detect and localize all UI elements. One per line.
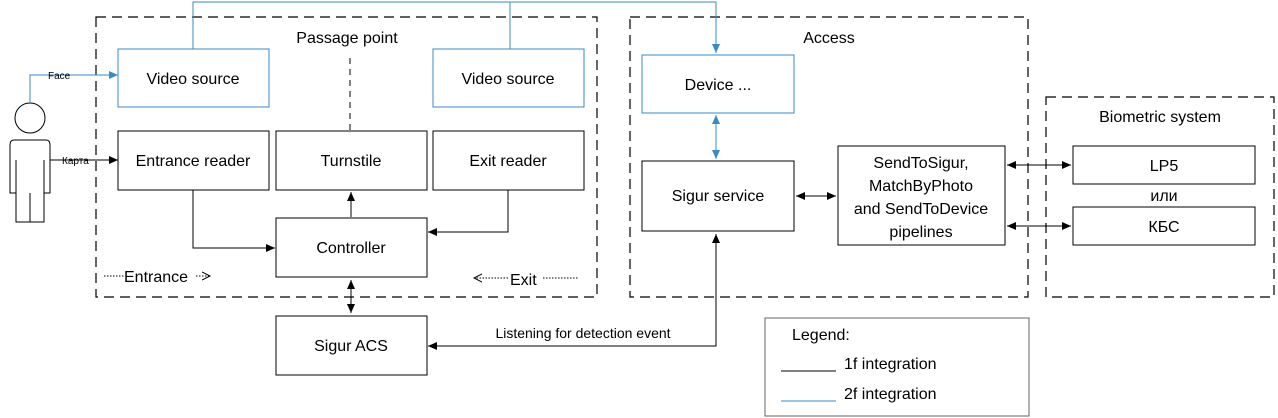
video-source-2-label: Video source	[461, 71, 554, 88]
entrance-reader-label: Entrance reader	[136, 153, 251, 170]
legend-label-1f: 1f integration	[844, 356, 937, 373]
sigur-service-node: Sigur service	[641, 160, 795, 232]
listening-arrow	[428, 234, 720, 350]
entrance-direction-label: Entrance	[124, 269, 188, 286]
lp5-label: LP5	[1150, 158, 1179, 175]
legend-label-2f: 2f integration	[844, 386, 937, 403]
video-to-device-line	[192, 1, 720, 53]
device-label: Device ...	[685, 77, 752, 94]
exit-reader-node: Exit reader	[432, 130, 585, 191]
biometric-system-group	[1045, 96, 1275, 298]
turnstile-label: Turnstile	[321, 153, 382, 170]
kbs-label: КБС	[1148, 219, 1179, 236]
access-group	[629, 16, 1029, 298]
passage-point-group	[95, 16, 598, 298]
entrance-reader-node: Entrance reader	[117, 130, 270, 191]
sigur-acs-node: Sigur ACS	[275, 315, 428, 376]
listening-label: Listening for detection event	[495, 325, 670, 341]
biometric-system-title: Biometric system	[1099, 109, 1221, 126]
pipelines-label-line-4: pipelines	[889, 224, 952, 241]
card-label: Карта	[62, 156, 89, 167]
kbs-node: КБС	[1072, 206, 1256, 246]
sigur-acs-label: Sigur ACS	[314, 338, 388, 355]
pipelines-label-line-2: MatchByPhoto	[869, 178, 973, 195]
pipelines-label-line-3: and SendToDevice	[854, 201, 988, 218]
face-label: Face	[48, 71, 71, 82]
device-node: Device ...	[641, 54, 795, 114]
lp5-node: LP5	[1072, 145, 1256, 185]
sigur-service-label: Sigur service	[672, 188, 765, 205]
person-icon	[9, 102, 51, 223]
controller-label: Controller	[316, 240, 386, 257]
pipelines-label-line-1: SendToSigur,	[873, 155, 968, 172]
legend: Legend: 1f integration 2f integration	[764, 317, 1030, 417]
turnstile-node: Turnstile	[275, 130, 428, 191]
exit-to-controller-arrow	[428, 190, 509, 236]
access-title: Access	[803, 30, 855, 47]
video-source-2-node: Video source	[432, 48, 585, 108]
face-arrow	[29, 71, 118, 103]
pipelines-node: SendToSigur, MatchByPhoto and SendToDevi…	[837, 145, 1006, 246]
or-label: или	[1150, 188, 1177, 205]
controller-node: Controller	[275, 217, 428, 278]
exit-direction-label: Exit	[510, 272, 537, 289]
passage-point-title: Passage point	[296, 30, 398, 47]
entrance-to-controller-arrow	[192, 190, 275, 252]
legend-title: Legend:	[792, 327, 850, 344]
video-source-1-label: Video source	[146, 71, 239, 88]
exit-reader-label: Exit reader	[469, 153, 547, 170]
video-source-1-node: Video source	[117, 48, 270, 108]
